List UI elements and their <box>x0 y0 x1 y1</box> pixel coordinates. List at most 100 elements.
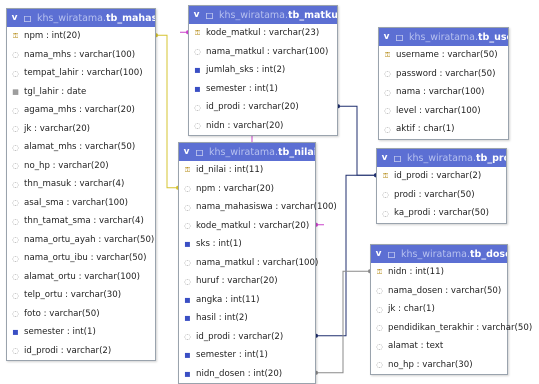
text-column-icon: ◌ <box>184 258 191 268</box>
column-row[interactable]: ◌password : varchar(50) <box>379 65 508 84</box>
select-table-checkbox[interactable]: □ <box>195 147 204 157</box>
table-tb-dosen[interactable]: v□khs_wiratama.tb_dosen⚿nidn : int(11)◌n… <box>370 244 532 375</box>
table-header[interactable]: v□khs_wiratama.tb_prodi <box>377 149 506 167</box>
column-row[interactable]: ■semester : int(1) <box>189 80 337 99</box>
column-label: asal_sma : varchar(100) <box>24 197 128 208</box>
column-row[interactable]: ◌nama_ortu_ayah : varchar(50) <box>7 231 155 250</box>
column-row[interactable]: ◌thn_masuk : varchar(4) <box>7 175 155 194</box>
column-row[interactable]: ◌kode_matkul : varchar(20) <box>179 217 315 236</box>
column-label: hasil : int(2) <box>196 313 248 324</box>
column-row[interactable]: ◌thn_tamat_sma : varchar(4) <box>7 212 155 231</box>
table-title: khs_wiratama.tb_mahasiswa <box>37 13 155 24</box>
column-row[interactable]: ◌nama_matkul : varchar(100) <box>179 254 318 273</box>
column-row[interactable]: ■ hasil : int(2) <box>179 309 315 328</box>
column-row[interactable]: ◌nama_matkul : varchar(100) <box>189 43 337 62</box>
column-row[interactable]: ◌id_prodi : varchar(2) <box>179 328 315 347</box>
column-row[interactable]: ◌ka_prodi : varchar(50) <box>377 204 506 223</box>
table-tb-prodi[interactable]: v□khs_wiratama.tb_prodi⚿id_prodi : varch… <box>376 148 507 224</box>
text-column-icon: ◌ <box>376 304 383 314</box>
column-row[interactable]: ◌alamat_ortu : varchar(100) <box>7 268 155 287</box>
column-row[interactable]: ◌alamat_mhs : varchar(50) <box>7 138 155 157</box>
column-label: level : varchar(100) <box>396 105 481 116</box>
table-header[interactable]: v □ khs_wiratama.tb_dosen <box>371 245 507 263</box>
column-label: id_prodi : varchar(20) <box>206 102 299 113</box>
column-row[interactable]: ⚿npm : int(20) <box>7 27 155 46</box>
column-row[interactable]: ■angka : int(11) <box>179 291 315 310</box>
column-row[interactable]: ◌nama_dosen : varchar(50) <box>371 282 507 301</box>
key-icon: ⚿ <box>184 165 191 174</box>
table-tb-matkul[interactable]: v□khs_wiratama.tb_matkul⚿kode_matkul : v… <box>188 5 338 136</box>
text-column-icon: ◌ <box>194 47 201 57</box>
column-row[interactable]: ◌aktif : char(1) <box>379 120 508 139</box>
table-tb-nilai[interactable]: v□khs_wiratama.tb_nilai⚿id_nilai : int(1… <box>178 142 337 384</box>
column-row[interactable]: ⚿id_nilai : int(11) <box>179 161 315 180</box>
column-row[interactable]: ◌alamat : text <box>371 337 507 356</box>
column-row[interactable]: ⚿id_prodi : varchar(2) <box>377 167 506 186</box>
column-row[interactable]: ◌jk : char(1) <box>371 300 507 319</box>
column-row[interactable]: ◌huruf : varchar(20) <box>179 272 315 291</box>
column-row[interactable]: ◌ level : varchar(100) <box>379 102 508 121</box>
database-name: khs_wiratama. <box>401 248 471 260</box>
key-icon: ⚿ <box>382 171 389 180</box>
column-row[interactable]: ◌agama_mhs : varchar(20) <box>7 101 155 120</box>
column-row[interactable]: ◌prodi : varchar(50) <box>377 186 506 205</box>
numeric-column-icon: ■ <box>184 351 191 360</box>
column-row[interactable]: ◌nama_ortu_ibu : varchar(50) <box>7 249 155 268</box>
column-row[interactable]: ◌asal_sma : varchar(100) <box>7 194 155 213</box>
text-column-icon: ◌ <box>12 68 19 78</box>
text-column-icon: ◌ <box>12 309 19 319</box>
column-row[interactable]: ⚿nidn : int(11) <box>371 263 507 282</box>
column-row[interactable]: ◌tempat_lahir : varchar(100) <box>7 64 155 83</box>
column-row[interactable]: ◌jk : varchar(20) <box>7 120 155 139</box>
table-title: khs_wiratama.tb_user <box>409 32 508 43</box>
column-row[interactable]: ■sks : int(1) <box>179 235 315 254</box>
column-row[interactable]: ■semester : int(1) <box>179 346 315 365</box>
text-column-icon: ◌ <box>194 121 201 131</box>
select-table-checkbox[interactable]: □ <box>23 13 32 23</box>
text-column-icon: ◌ <box>384 106 391 116</box>
column-row[interactable]: ◌foto : varchar(50) <box>7 305 155 324</box>
select-table-checkbox[interactable]: □ <box>395 32 404 42</box>
column-row[interactable]: ■semester : int(1) <box>7 323 155 342</box>
key-icon: ⚿ <box>194 28 201 37</box>
column-row[interactable]: ◌id_prodi : varchar(20) <box>189 98 337 117</box>
toggle-columns-icon[interactable]: v <box>383 31 390 42</box>
column-row[interactable]: ◌pendidikan_terakhir : varchar(50) <box>371 319 532 338</box>
toggle-columns-icon[interactable]: v <box>193 9 200 20</box>
column-row[interactable]: ◌no_hp : varchar(30) <box>371 356 507 375</box>
column-row[interactable]: ⚿username : varchar(50) <box>379 46 508 65</box>
text-column-icon: ◌ <box>12 105 19 115</box>
numeric-column-icon: ■ <box>184 314 191 323</box>
column-row[interactable]: ◌nama : varchar(100) <box>379 83 508 102</box>
column-row[interactable]: ◌telp_ortu : varchar(30) <box>7 286 155 305</box>
column-row[interactable]: ◌npm : varchar(20) <box>179 180 315 199</box>
column-row[interactable]: ◌no_hp : varchar(20) <box>7 157 155 176</box>
relation-line <box>316 270 370 374</box>
table-header[interactable]: v□khs_wiratama.tb_matkul <box>189 6 337 24</box>
select-table-checkbox[interactable]: □ <box>393 153 402 163</box>
column-row[interactable]: ◌nama_mhs : varchar(100) <box>7 46 155 65</box>
table-tb-mahasiswa[interactable]: v □ khs_wiratama.tb_mahasiswa ⚿npm : int(20… <box>6 8 156 361</box>
column-row[interactable]: ■nidn_dosen : int(20) <box>179 365 315 384</box>
table-header[interactable]: v □ khs_wiratama.tb_user <box>379 28 508 46</box>
toggle-columns-icon[interactable]: v <box>11 12 18 23</box>
column-row[interactable]: ◌id_prodi : varchar(2) <box>7 342 155 361</box>
table-title: khs_wiratama.tb_dosen <box>401 249 507 260</box>
toggle-columns-icon[interactable]: v <box>183 146 190 157</box>
column-row[interactable]: ■jumlah_sks : int(2) <box>189 61 337 80</box>
table-header[interactable]: v□khs_wiratama.tb_nilai <box>179 143 315 161</box>
column-row[interactable]: ◌nama_mahasiswa : varchar(100) <box>179 198 337 217</box>
relation-line <box>338 105 376 176</box>
column-row[interactable]: ◌nidn : varchar(20) <box>189 117 337 136</box>
select-table-checkbox[interactable]: □ <box>387 249 396 259</box>
select-table-checkbox[interactable]: □ <box>205 10 214 20</box>
column-row[interactable]: ⚿kode_matkul : varchar(23) <box>189 24 337 43</box>
table-tb-user[interactable]: v □ khs_wiratama.tb_user ⚿username : varcha… <box>378 27 509 140</box>
column-row[interactable]: ▦tgl_lahir : date <box>7 83 155 102</box>
column-label: no_hp : varchar(30) <box>388 359 473 370</box>
table-header[interactable]: v □ khs_wiratama.tb_mahasiswa <box>7 9 155 27</box>
column-label: nidn_dosen : int(20) <box>196 368 283 379</box>
toggle-columns-icon[interactable]: v <box>381 152 388 163</box>
toggle-columns-icon[interactable]: v <box>375 248 382 259</box>
text-column-icon: ◌ <box>12 179 19 189</box>
